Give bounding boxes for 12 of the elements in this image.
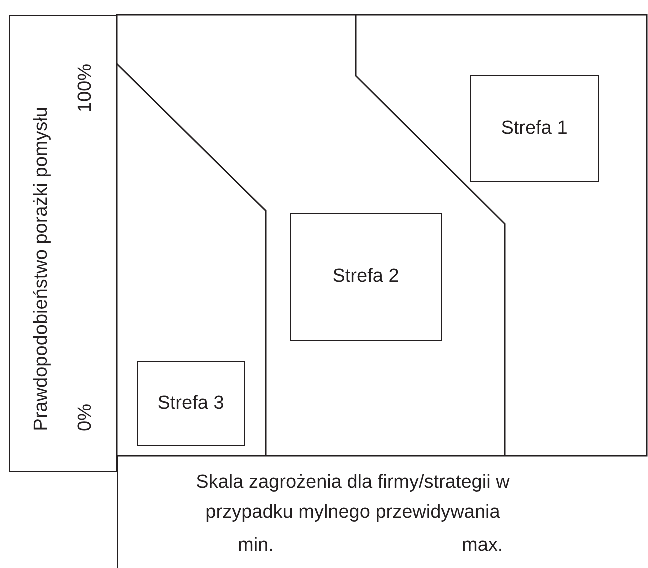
- tick-label: 100%: [74, 64, 97, 113]
- tick-label: min.: [238, 534, 274, 558]
- axis-panel: [9, 15, 117, 472]
- axis-title: Prawdopodobieństwo porażki pomysłu: [30, 106, 53, 431]
- zone-label: Strefa 2: [332, 265, 400, 289]
- tick-label: max.: [462, 534, 504, 558]
- zone-box: [470, 75, 599, 182]
- zone-label: Strefa 3: [156, 392, 226, 416]
- zone-box: [290, 213, 442, 341]
- zone-label: Strefa 1: [500, 116, 569, 140]
- tick-label: 0%: [74, 404, 97, 431]
- zone-box: [137, 361, 245, 446]
